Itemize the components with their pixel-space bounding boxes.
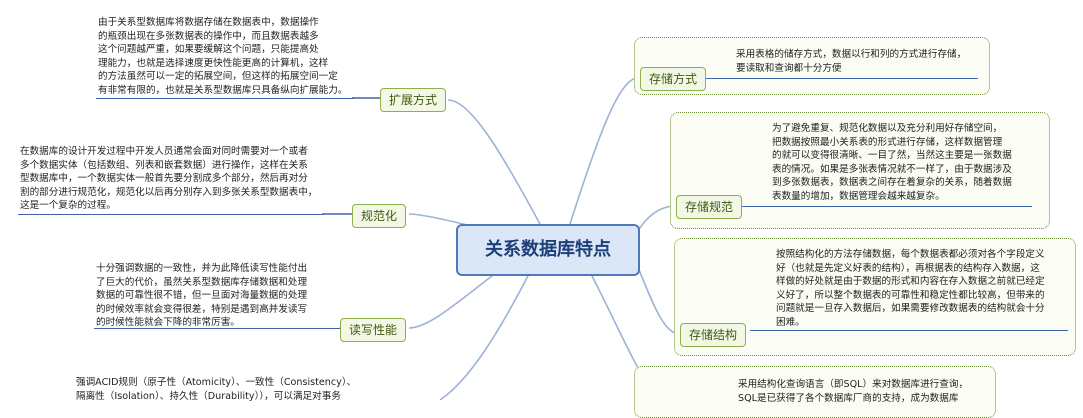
sql-note: 采用结构化查询语言（即SQL）来对数据库进行查询， SQL是已获得了各个数据库厂… [738,379,969,404]
rw-note: 十分强调数据的一致性，并为此降低读写性能付出 了巨大的代价，虽然关系型数据库存储… [96,263,308,328]
storage-norm-note-box [670,112,1050,229]
rw-note-underline [94,328,344,329]
branch-storage-mode-line [569,77,639,225]
branch-acid-line [439,271,531,400]
storage-norm-note: 为了避免重复、规范化数据以及充分利用好存储空间， 把数据按照最小关系表的形式进行… [772,123,1012,202]
storage-mode-note: 采用表格的储存方式，数据以行和列的方式进行存储， 要读取和查询都十分方便 [736,49,967,74]
acid-note: 强调ACID规则（原子性（Atomicity）、一致性（Consistency）… [76,377,357,402]
expand-note: 由于关系型数据库将数据存储在数据表中，数据操作 的瓶颈出现在多张数据表的操作中，… [98,17,348,96]
storage-struct-note: 按照结构化的方法存储数据，每个数据表都必须对各个字段定义 好（也就是先定义好表的… [776,249,1045,328]
storage-mode-note-underline [700,78,978,79]
topic-normalize[interactable]: 规范化 [352,204,407,228]
storage-norm-note-underline [742,206,1032,207]
expand-note-underline [96,98,354,99]
topic-expand[interactable]: 扩展方式 [380,88,447,112]
topic-storage-mode[interactable]: 存储方式 [640,67,707,91]
mind-map-canvas: 关系数据库特点 由于关系型数据库将数据存储在数据表中，数据操作 的瓶颈出现在多张… [18,17,1076,418]
storage-struct-note-underline [750,330,1068,331]
topic-storage-norm[interactable]: 存储规范 [676,195,743,219]
topic-storage-struct[interactable]: 存储结构 [680,323,747,347]
topic-rw[interactable]: 读写性能 [340,318,407,342]
central-topic[interactable]: 关系数据库特点 [456,224,640,276]
normalize-note: 在数据库的设计开发过程中开发人员通常会面对同时需要对一个或者 多个数据实体（包括… [20,146,318,211]
branch-expand-line [447,99,541,225]
normalize-note-underline [18,214,324,215]
